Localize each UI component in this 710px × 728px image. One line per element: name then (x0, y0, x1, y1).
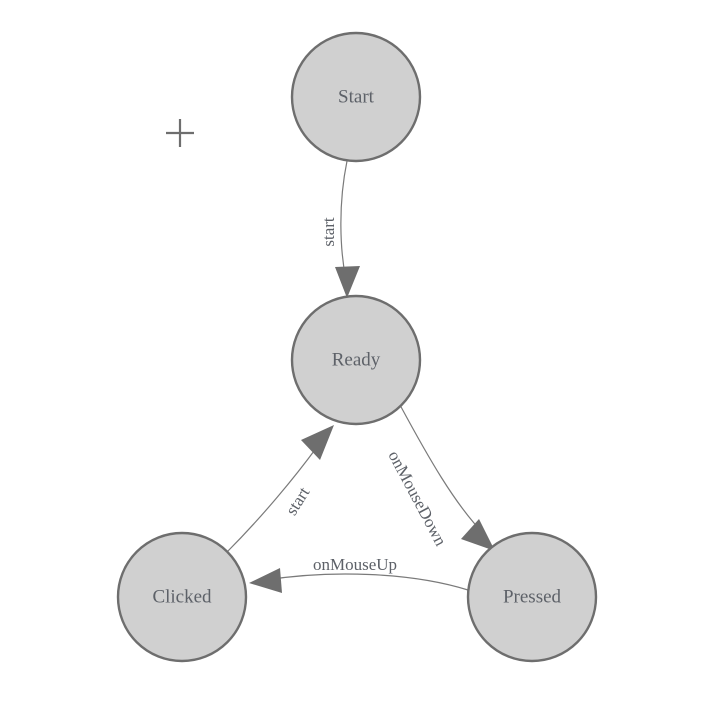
edge-label-pressed-to-clicked: onMouseUp (313, 555, 397, 574)
arrowhead-into-clicked (249, 568, 282, 593)
edge-path-clicked-to-ready[interactable] (226, 446, 318, 553)
edge-clicked-to-ready[interactable]: start (226, 425, 334, 553)
edge-ready-to-pressed[interactable]: onMouseDown (384, 404, 495, 551)
node-label-clicked: Clicked (152, 586, 212, 607)
edge-start-to-ready[interactable]: start (319, 160, 360, 298)
node-circle-ready[interactable] (290, 294, 422, 426)
arrowhead-into-pressed (461, 519, 495, 551)
plus-marker-icon[interactable] (166, 119, 194, 147)
edge-path-pressed-to-clicked[interactable] (265, 573, 469, 591)
node-clicked[interactable]: Clicked (116, 531, 248, 663)
edge-pressed-to-clicked[interactable]: onMouseUp (249, 555, 469, 593)
node-pressed[interactable]: Pressed (466, 531, 598, 663)
node-label-start: Start (338, 86, 375, 107)
node-circle-pressed[interactable] (466, 531, 598, 663)
edge-label-ready-to-pressed: onMouseDown (384, 448, 450, 550)
node-ready[interactable]: Ready (290, 294, 422, 426)
arrowhead-into-ready-top (335, 266, 360, 298)
node-label-pressed: Pressed (503, 586, 562, 607)
arrowhead-into-ready-bottom (301, 425, 334, 460)
edge-label-clicked-to-ready: start (282, 483, 314, 518)
node-label-ready: Ready (332, 349, 381, 370)
edge-label-start-to-ready: start (319, 217, 338, 247)
node-circle-start[interactable] (290, 31, 422, 163)
edge-path-start-to-ready[interactable] (340, 160, 348, 281)
node-start[interactable]: Start (290, 31, 422, 163)
edge-path-ready-to-pressed[interactable] (399, 404, 486, 536)
node-circle-clicked[interactable] (116, 531, 248, 663)
